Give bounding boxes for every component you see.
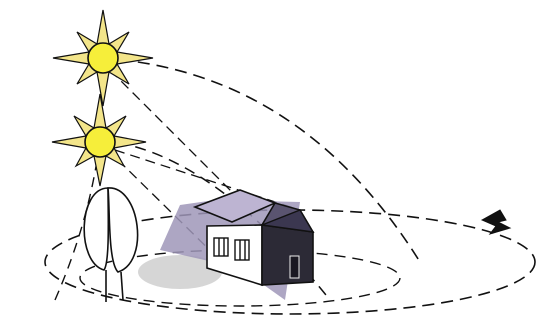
tree-trunk	[121, 272, 123, 300]
tree-crown-left	[84, 188, 108, 270]
house-side-wall	[262, 225, 313, 285]
house-door	[290, 256, 299, 278]
sun-icon	[53, 10, 153, 106]
sun-icon	[52, 94, 146, 186]
sun-ray-line	[115, 150, 300, 210]
tree-crown-right	[108, 188, 138, 272]
tree	[84, 188, 137, 302]
